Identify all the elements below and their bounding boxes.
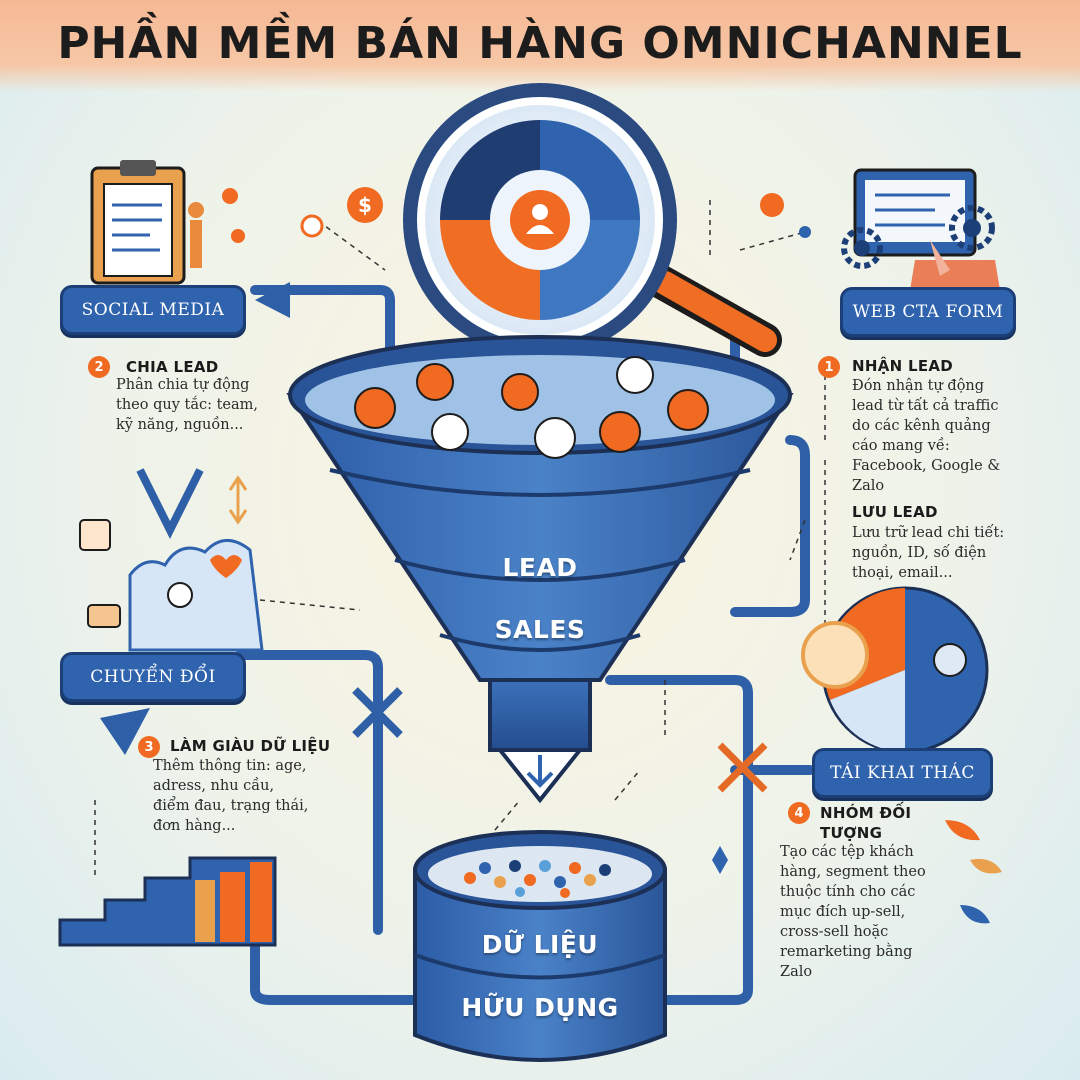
dollar-icon: $ — [300, 187, 383, 238]
data-beads — [464, 860, 611, 898]
bar-chart-icon — [58, 856, 277, 947]
funnel-channel-icons — [354, 356, 709, 459]
funnel-label-lead: LEAD — [502, 553, 578, 582]
tai-khai-thac-node: TÁI KHAI THÁC — [812, 748, 993, 798]
step-number-1: 1 — [818, 356, 840, 378]
bucket-label-line1: DỮ LIỆU — [481, 930, 599, 959]
user-icon — [526, 204, 554, 234]
lam-giau-title: LÀM GIÀU DỮ LIỆU — [170, 737, 331, 755]
step-number-4: 4 — [788, 802, 810, 824]
bucket-label-line2: HỮU DỤNG — [461, 993, 619, 1022]
svg-text:$: $ — [358, 193, 372, 217]
step-number-3: 3 — [138, 736, 160, 758]
pie-chart-icon — [801, 586, 989, 754]
down-arrow-icon — [136, 468, 204, 539]
nhom-doi-tuong-title: NHÓM ĐỐI TƯỢNG — [820, 804, 912, 842]
updown-arrow-icon — [228, 475, 248, 525]
web-cta-form-label: WEB CTA FORM — [852, 302, 1004, 322]
star-icon — [760, 193, 784, 217]
magnifier-icon — [403, 83, 782, 357]
bucket — [413, 830, 667, 1062]
leaf-icon — [945, 820, 1002, 924]
step-number-2: 2 — [88, 356, 110, 378]
valve-icon — [717, 742, 768, 793]
social-media-label: SOCIAL MEDIA — [81, 300, 225, 320]
funnel-label-sales: SALES — [494, 615, 586, 644]
monitor-icon — [853, 168, 1000, 290]
diamond-icon — [712, 846, 728, 874]
chia-lead-text: Phân chia tự động theo quy tắc: team, kỹ… — [116, 377, 259, 433]
nhom-doi-tuong-text: Tạo các tệp khách hàng, segment theo thu… — [780, 844, 926, 980]
social-media-node: SOCIAL MEDIA — [60, 285, 246, 335]
clipboard-icon — [90, 160, 245, 285]
page-title: PHẦN MỀM BÁN HÀNG OMNICHANNEL — [57, 18, 1023, 69]
arrow-icon — [255, 282, 290, 318]
web-cta-form-node: WEB CTA FORM — [840, 287, 1016, 337]
gear-icon — [841, 205, 995, 269]
header-band — [0, 0, 1080, 92]
connector-pipes — [235, 285, 815, 1005]
luu-lead-title: LƯU LEAD — [852, 503, 938, 521]
tai-khai-thac-label: TÁI KHAI THÁC — [830, 763, 975, 783]
lam-giau-text: Thêm thông tin: age, adress, nhu cầu, đi… — [153, 758, 309, 834]
chia-lead-title: CHIA LEAD — [126, 358, 219, 376]
chuyen-doi-node: CHUYỂN ĐỔI — [60, 652, 246, 702]
triangle-arrow-icon — [100, 708, 150, 755]
nhan-lead-title: NHẬN LEAD — [852, 357, 954, 375]
valve-icon — [352, 687, 403, 738]
dot-icon — [799, 226, 811, 238]
luu-lead-text: Lưu trữ lead chi tiết: nguồn, ID, số điệ… — [852, 525, 1005, 581]
nhan-lead-text: Đón nhận tự động lead từ tất cả traffic … — [852, 378, 1001, 494]
cloud-heart-icon — [79, 519, 264, 652]
chuyen-doi-label: CHUYỂN ĐỔI — [90, 667, 216, 687]
